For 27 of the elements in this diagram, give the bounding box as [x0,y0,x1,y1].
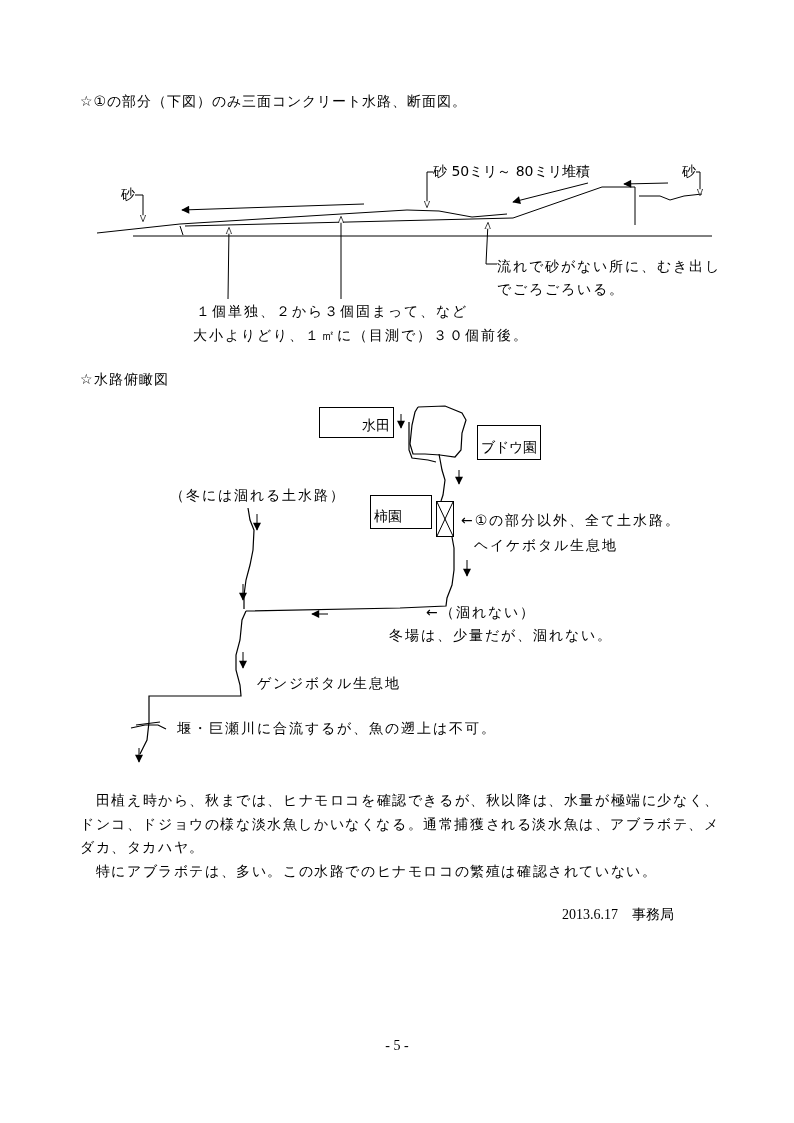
habitat-note: ゲンジボタル生息地 [257,675,401,692]
leader-arrow [225,226,233,300]
body-paragraph: 特にアブラボテは、多い。この水路でのヒナモロコの繁殖は確認されていない。 [94,862,659,881]
date-signature: 2013.6.17 事務局 [562,907,674,924]
persimmon-orchard-box: 柿園 [370,495,432,529]
stone-note: １個単独、２から３個固まって、など [196,302,469,321]
section-note: ←①の部分以外、全て土水路。 [461,512,682,529]
rice-field-box: 水田 [319,407,394,438]
leader-arrow [423,171,434,209]
section-heading: ☆①の部分（下図）のみ三面コンクリート水路、断面図。 [80,93,468,110]
page-number: - 5 - [384,1038,410,1055]
winter-note: 冬場は、少量だが、涸れない。 [389,627,613,644]
leader-arrow [337,215,345,300]
concrete-section-box [436,501,454,537]
sand-label: 砂 [682,163,696,180]
sand-label: 砂 [121,186,135,203]
section-heading: ☆水路俯瞰図 [80,371,169,388]
habitat-note: ヘイケボタル生息地 [474,537,618,554]
leader-arrow [695,171,704,197]
stone-note: 大小よりどり、１㎡に（目測で）３０個前後。 [193,326,529,345]
vineyard-box: ブドウ園 [477,425,541,460]
sand-depth-label: 砂 50ミリ～ 80ミリ堆積 [433,163,590,180]
channel-note: （冬には涸れる土水路） [170,487,346,504]
body-paragraph: 田植え時から、秋までは、ヒナモロコを確認できるが、秋以降は、水量が極端に少なく、ドンコ、ドジョウの様な淡水魚しかいなくなる。通常捕獲される淡水魚は、アブラボテ、メダカ、タカハヤ。 [80,791,721,857]
exposed-stone-note: 流れで砂がない所に、むき出しでごろごろいる。 [497,255,729,301]
confluence-note: 堰・巨瀬川に合流するが、魚の遡上は不可。 [177,720,497,737]
channel-note: ←（涸れない） [426,604,536,621]
